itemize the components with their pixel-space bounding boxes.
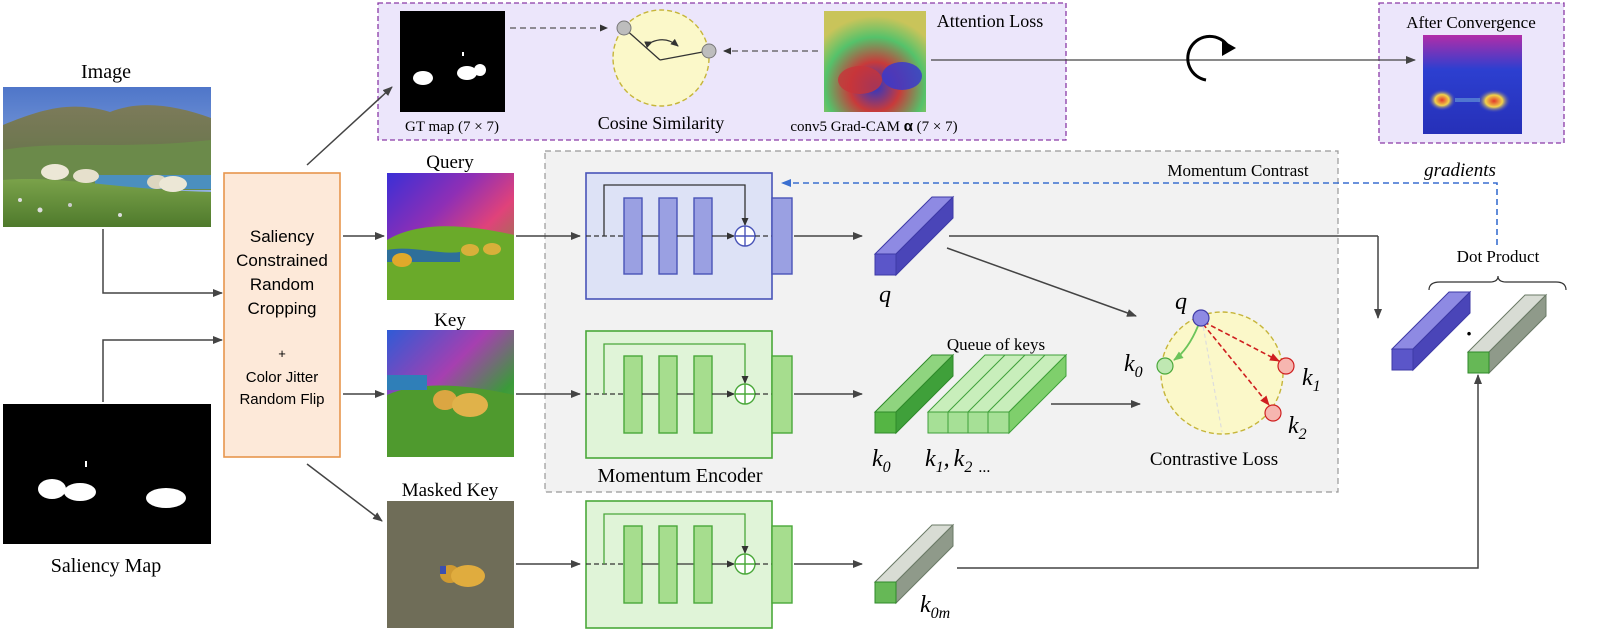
dot-operator: · <box>1465 321 1472 346</box>
key-momentum-encoder <box>585 330 793 459</box>
contrastive-k1-label: k1 <box>1302 365 1321 395</box>
k0m-vector <box>873 523 955 605</box>
crop-text-plus: + <box>278 346 286 361</box>
dot-k0m-vector <box>1466 293 1548 375</box>
key-queue <box>926 353 1068 435</box>
query-image <box>387 173 514 300</box>
k0-vector-label: k0 <box>872 446 891 476</box>
saliency-to-crop-arrow <box>102 336 223 402</box>
cropping-box <box>223 172 341 458</box>
crop-text-5: Color Jitter <box>246 369 319 386</box>
k1-k2-label: k1,k2... <box>925 446 990 476</box>
query-label: Query <box>426 152 474 173</box>
contrastive-k2-label: k2 <box>1288 413 1307 443</box>
gt-map-label: GT map (7 × 7) <box>405 119 499 135</box>
q-vector <box>873 195 955 277</box>
key-image <box>387 330 514 457</box>
queue-of-keys-label: Queue of keys <box>947 335 1045 354</box>
contrastive-k0-label: k0 <box>1124 351 1143 381</box>
attention-loss-label: Attention Loss <box>937 11 1044 31</box>
key-label: Key <box>434 310 466 331</box>
q-to-contrastive-arrow <box>946 247 1137 317</box>
gradients-label: gradients <box>1424 160 1496 181</box>
gradcam-label: conv5 Grad-CAM α (7 × 7) <box>790 118 957 135</box>
masked-key-label: Masked Key <box>402 480 499 501</box>
crop-text-3: Random <box>250 275 314 294</box>
after-convergence-label: After Convergence <box>1406 13 1536 32</box>
saliency-map-label: Saliency Map <box>51 555 162 577</box>
dot-q-vector <box>1390 290 1472 372</box>
contrastive-q-label: q <box>1175 289 1187 315</box>
input-image <box>3 87 211 227</box>
dot-product-label: Dot Product <box>1457 247 1540 266</box>
crop-text-2: Constrained <box>236 251 328 270</box>
k0m-vector-label: k0m <box>920 592 950 622</box>
cosine-similarity-circle <box>612 9 717 107</box>
converged-attention-image <box>1423 35 1522 134</box>
k0-vector <box>873 353 955 435</box>
q-vector-label: q <box>879 282 891 308</box>
cosine-similarity-label: Cosine Similarity <box>598 113 725 133</box>
crop-text-4: Cropping <box>248 299 317 318</box>
gradcam-image <box>824 11 926 112</box>
crop-to-masked-arrow <box>306 463 383 522</box>
query-encoder <box>585 172 793 300</box>
gradients-feedback-arrow <box>781 179 1498 245</box>
image-label: Image <box>81 61 131 83</box>
momentum-contrast-label: Momentum Contrast <box>1167 161 1308 180</box>
dot-product-brace <box>1428 275 1567 291</box>
contrastive-loss-label: Contrastive Loss <box>1150 449 1278 470</box>
contrastive-loss-circle <box>1156 309 1295 435</box>
masked-key-encoder <box>585 500 793 629</box>
saliency-map-image <box>3 404 211 544</box>
image-to-crop-arrow <box>102 229 223 297</box>
masked-key-image <box>387 501 514 628</box>
k0m-to-dotproduct-arrow <box>957 374 1482 569</box>
crop-text-6: Random Flip <box>239 391 324 408</box>
gt-map-image <box>400 11 505 112</box>
crop-to-gtmap-arrow <box>306 86 393 166</box>
momentum-encoder-label: Momentum Encoder <box>598 465 763 487</box>
crop-text-1: Saliency <box>250 227 315 246</box>
iteration-cycle-icon <box>1186 34 1236 82</box>
